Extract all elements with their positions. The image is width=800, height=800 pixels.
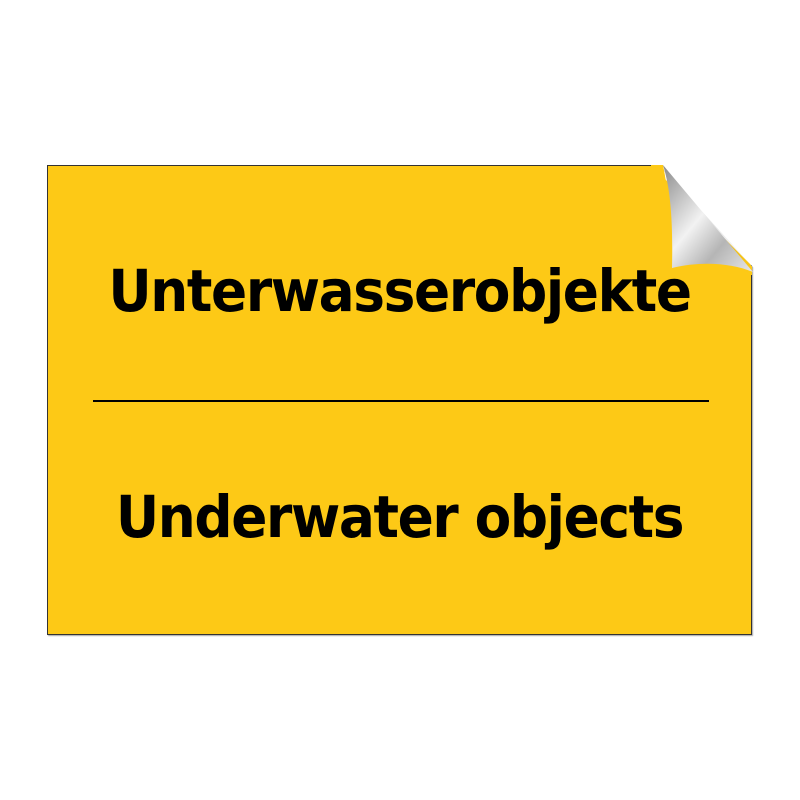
sticker-sign: Unterwasserobjekte Underwater objects — [47, 165, 752, 635]
sign-text-english: Underwater objects — [115, 483, 685, 551]
divider-line — [93, 400, 709, 402]
peeled-corner-icon — [651, 165, 761, 275]
sign-text-german: Unterwasserobjekte — [108, 257, 692, 325]
